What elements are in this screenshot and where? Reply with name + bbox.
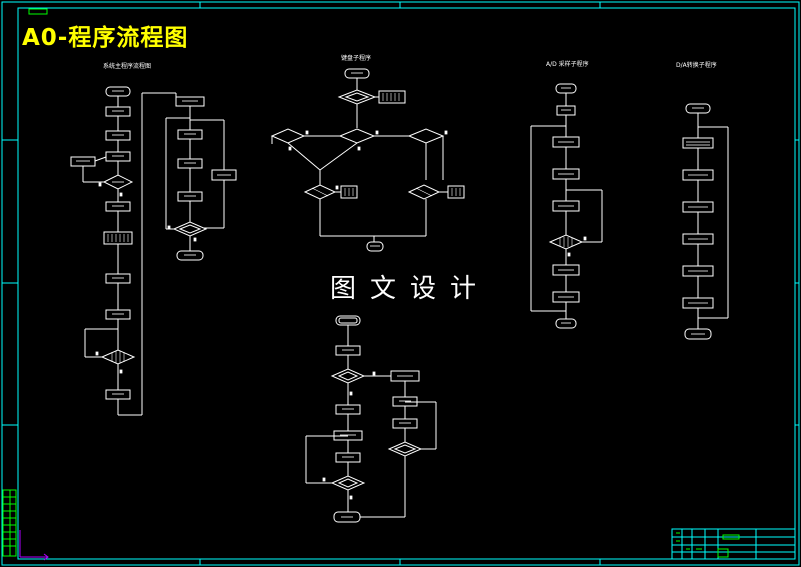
keyboard-flowchart-label: 键盘子程序: [341, 55, 372, 62]
flowchart-ad: [530, 83, 603, 329]
flowchart-main: [70, 86, 237, 416]
da-flowchart-label: D/A转换子程序: [676, 62, 717, 69]
flowchart-ad-marks: [558, 87, 587, 324]
flowchart-da-marks: [686, 107, 710, 335]
flowchart-da: [682, 103, 729, 340]
flowchart-keyboard-marks: [288, 72, 448, 247]
flowchart-bottom: [305, 315, 437, 523]
flowchart-bottom-marks: [322, 349, 413, 518]
watermark-text: 图文设计: [330, 274, 491, 304]
ad-flowchart-label: A/D 采样子程序: [546, 61, 589, 68]
flowchart-keyboard: [270, 68, 465, 252]
main-flowchart-label: 系统主程序流程图: [103, 63, 152, 70]
flowchart-main-marks: [76, 90, 231, 395]
drawing-title: A0-程序流程图: [22, 25, 189, 51]
